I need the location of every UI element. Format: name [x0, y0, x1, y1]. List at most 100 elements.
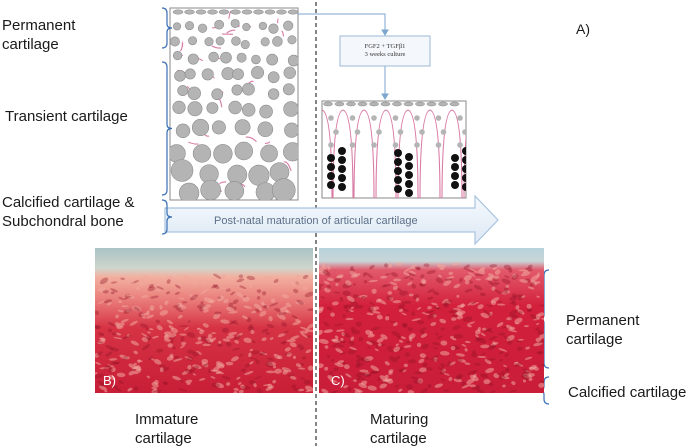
hypertrophic-cell [462, 183, 470, 191]
round-cell [201, 180, 221, 200]
round-cell [188, 102, 202, 116]
grey-cell [371, 115, 377, 121]
flat-cell [404, 102, 413, 106]
hypertrophic-cell [338, 174, 346, 182]
round-cell [260, 105, 273, 118]
round-cell [242, 83, 254, 95]
round-cell [171, 159, 193, 181]
round-cell [256, 183, 275, 202]
flat-cell [369, 102, 378, 106]
round-cell [207, 102, 218, 113]
grey-cell [393, 142, 399, 148]
round-cell [192, 119, 208, 135]
hypertrophic-cell [451, 181, 459, 189]
stained-cell [201, 359, 208, 364]
flat-cell [242, 10, 252, 14]
round-cell [228, 165, 247, 184]
round-cell [235, 120, 250, 135]
grey-cell [414, 142, 420, 148]
round-cell [212, 89, 223, 100]
round-cell [176, 124, 190, 138]
grey-cell [328, 115, 334, 121]
round-cell [220, 52, 231, 63]
grey-cell [436, 115, 442, 121]
grey-cell [350, 115, 356, 121]
flat-cell [277, 10, 287, 14]
round-cell [241, 40, 249, 48]
grey-cell [328, 142, 334, 148]
flat-cell [392, 102, 401, 106]
grey-cell [350, 142, 356, 148]
round-cell [283, 84, 294, 95]
round-cell [215, 20, 224, 29]
grey-cell [419, 129, 425, 135]
grey-cell [355, 129, 361, 135]
round-cell [225, 181, 244, 200]
panel-label-a: A) [576, 22, 590, 37]
flat-cell [219, 10, 229, 14]
stained-cell [266, 361, 272, 364]
flat-cell [254, 10, 264, 14]
hypertrophic-cell [394, 176, 402, 184]
hypertrophic-cell [394, 158, 402, 166]
round-cell [237, 53, 246, 62]
flat-cell [185, 10, 195, 14]
round-cell [261, 38, 269, 46]
hypertrophic-cell [327, 154, 335, 162]
round-cell [233, 69, 244, 80]
round-cell [268, 89, 279, 100]
flat-cell [231, 10, 241, 14]
flat-cell [288, 10, 298, 14]
round-cell [214, 144, 233, 163]
flat-cell [265, 10, 275, 14]
grey-cell [441, 129, 447, 135]
flat-cell [427, 102, 436, 106]
caption-maturing-cartilage: Maturing cartilage [370, 410, 428, 448]
hypertrophic-cell [405, 153, 413, 161]
grey-cell [333, 129, 339, 135]
round-cell [188, 37, 196, 45]
round-cell [284, 67, 296, 79]
round-cell [259, 22, 267, 30]
stained-cell [364, 280, 368, 283]
round-cell [269, 24, 279, 34]
flat-cell [450, 102, 459, 106]
flat-cell [208, 10, 218, 14]
hypertrophic-cell [338, 147, 346, 155]
round-cell [284, 123, 298, 137]
caption-immature-cartilage: Immature cartilage [135, 410, 198, 448]
grey-cell [398, 129, 404, 135]
hypertrophic-cell [394, 149, 402, 157]
stained-cell [208, 299, 215, 303]
round-cell [174, 70, 185, 81]
label-calcified-subchondral: Calcified cartilage & Subchondral bone [2, 193, 135, 231]
hypertrophic-cell [394, 185, 402, 193]
hypertrophic-cell [394, 167, 402, 175]
round-cell [185, 21, 193, 29]
grey-cell [393, 115, 399, 121]
round-cell [188, 54, 198, 64]
round-cell [178, 85, 188, 95]
round-cell [202, 69, 213, 80]
round-cell [173, 23, 180, 30]
hypertrophic-cell [327, 181, 335, 189]
grey-cell [414, 115, 420, 121]
round-cell [231, 19, 239, 27]
treatment-text: FGF2 + TGFβ1 3 weeks culture [340, 43, 430, 59]
round-cell [205, 37, 213, 45]
flat-cell [415, 102, 424, 106]
round-cell [212, 121, 225, 134]
round-cell [170, 37, 179, 46]
round-cell [185, 69, 195, 79]
round-cell [242, 103, 255, 116]
hypertrophic-cell [451, 154, 459, 162]
round-cell [268, 72, 279, 83]
label-permanent-cartilage-right: Permanent cartilage [566, 311, 639, 349]
round-cell [261, 145, 278, 162]
hypertrophic-cell [462, 156, 470, 164]
round-cell [272, 36, 282, 46]
grey-cell [371, 142, 377, 148]
grey-cell [436, 142, 442, 148]
hypertrophic-cell [338, 183, 346, 191]
round-cell [173, 51, 182, 60]
